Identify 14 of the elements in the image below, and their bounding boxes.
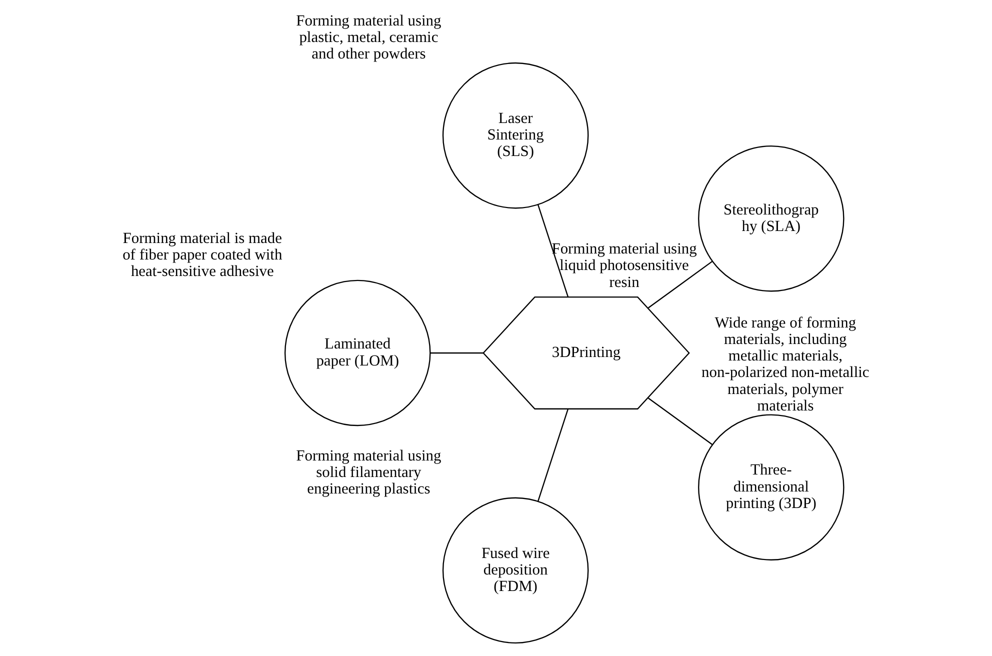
node-circle: Fused wire deposition (FDM) bbox=[442, 497, 589, 644]
node-label: Forming material is made of fiber paper coated with heat-sensitive adhesive bbox=[122, 230, 282, 280]
node-label: Wide range of forming materials, including metallic materials, non-polarized non-metallic materials, polymer materials bbox=[702, 314, 870, 415]
node-label: Forming material using plastic, metal, ceramic and other powders bbox=[296, 12, 442, 63]
node-label: Forming material using solid filamentary engineering plastics bbox=[296, 447, 442, 498]
node-circle: Laser Sintering (SLS) bbox=[442, 62, 589, 209]
node-circle: Stereolithograp hy (SLA) bbox=[698, 145, 844, 292]
connector bbox=[648, 260, 713, 308]
node-circle: Three- dimensional printing (3DP) bbox=[698, 414, 844, 560]
connector bbox=[430, 352, 484, 354]
connector bbox=[648, 398, 713, 446]
connector bbox=[537, 408, 569, 502]
connector bbox=[537, 204, 569, 298]
node-circle: Laminated paper (LOM) bbox=[284, 280, 431, 426]
